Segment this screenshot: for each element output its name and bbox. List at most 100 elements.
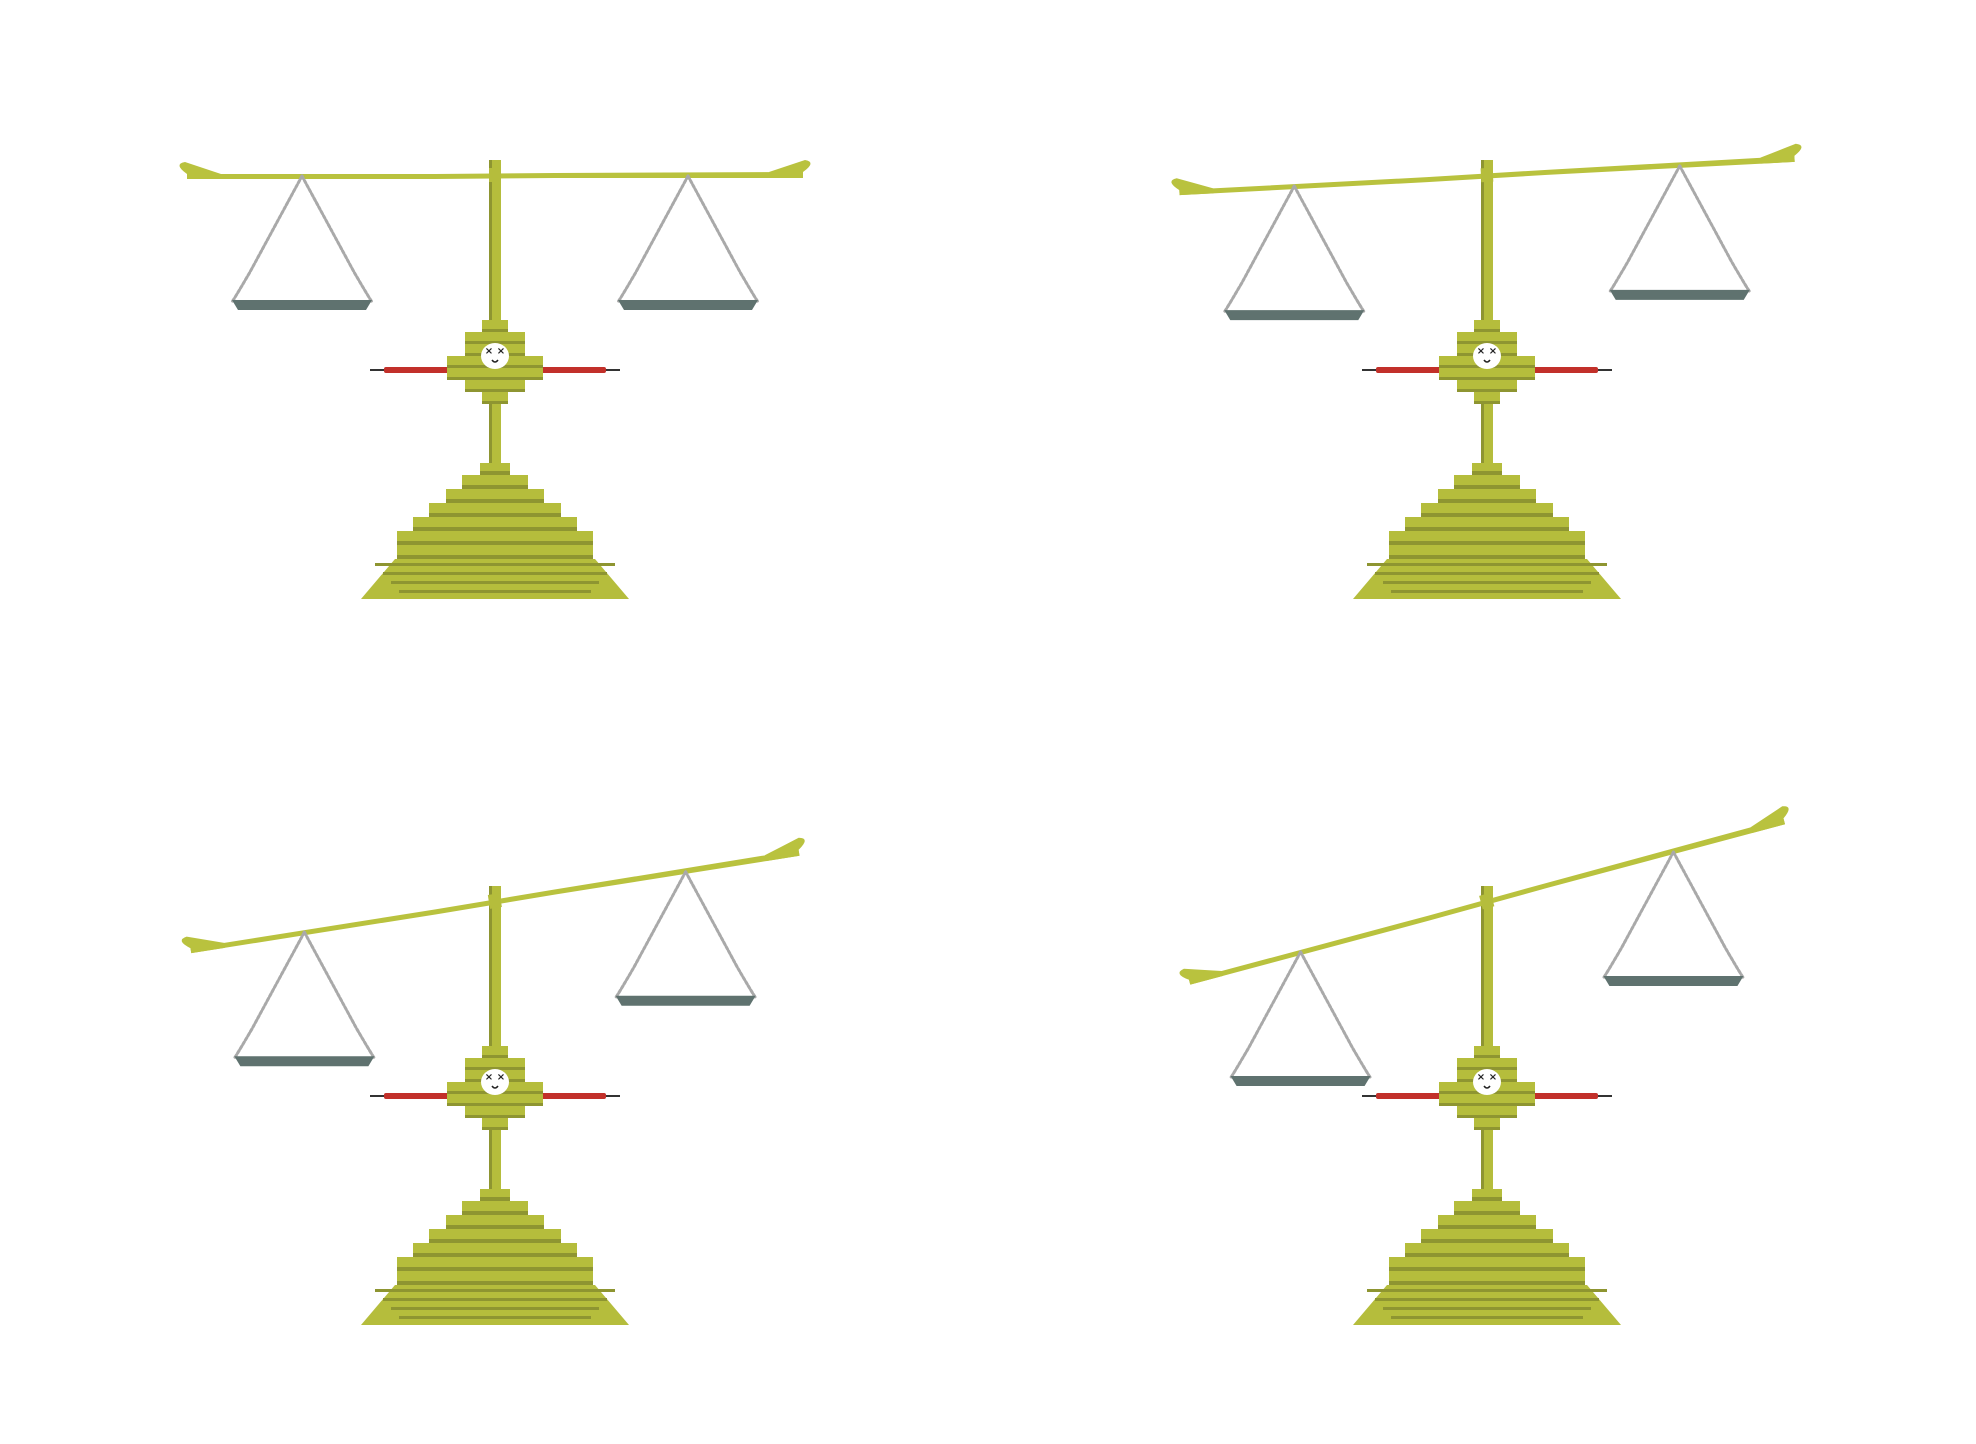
pan-left — [1229, 950, 1373, 1086]
base-step-shade — [1405, 1253, 1569, 1257]
beam-pivot — [487, 893, 502, 909]
hub-row-shade — [482, 401, 508, 404]
hub-row-shade — [482, 1055, 508, 1058]
scale-top-left: ×× — [179, 160, 811, 599]
rod-left — [384, 1093, 450, 1099]
base-step-shade — [1472, 471, 1502, 475]
chain-left-a — [230, 174, 304, 304]
base-stripe — [383, 572, 607, 575]
face-eye-right: × — [1489, 346, 1497, 357]
face-eye-left: × — [1477, 346, 1485, 357]
chain-left-a — [232, 930, 306, 1060]
beam-pivot — [489, 168, 501, 182]
face-mouth — [491, 1085, 499, 1089]
hub-row-shade — [1474, 329, 1500, 332]
hub-row-shade — [465, 341, 525, 344]
base-foot — [361, 1285, 629, 1325]
center-post-shade — [1481, 886, 1484, 1189]
base-stripe — [399, 590, 591, 593]
hub-row-shade — [447, 1103, 543, 1106]
hub-row-shade — [1439, 377, 1535, 380]
base-stripe — [391, 581, 599, 584]
beam-pivot — [1480, 167, 1494, 183]
base-foot — [361, 559, 629, 599]
pan-left — [1222, 184, 1366, 321]
pan-right — [616, 174, 760, 310]
pan-left-dish — [232, 300, 372, 310]
pan-right — [1608, 164, 1752, 300]
rod-right — [540, 367, 606, 373]
rod-left-tip — [1362, 1095, 1376, 1097]
base-stripe — [391, 1307, 599, 1310]
base-stripe — [1375, 572, 1599, 575]
beam — [1171, 143, 1802, 196]
hub-row-shade — [465, 389, 525, 392]
face-eye-left: × — [485, 346, 493, 357]
rod-right-tip — [606, 369, 620, 371]
base-step-shade — [1438, 1225, 1536, 1229]
face-mouth — [1483, 1085, 1491, 1089]
rod-right-tip — [1598, 1095, 1612, 1097]
rod-right-tip — [606, 1095, 620, 1097]
face-mouth — [491, 359, 499, 363]
base-step-shade — [1389, 1267, 1585, 1271]
chain-right-a — [614, 870, 688, 1000]
rod-left — [1376, 1093, 1442, 1099]
beam-end-right — [765, 837, 805, 862]
beam — [1179, 806, 1789, 985]
chain-right-b — [686, 174, 760, 304]
rod-right — [540, 1093, 606, 1099]
face-emblem: ×× — [1473, 343, 1501, 369]
hub-row-shade — [1457, 1115, 1517, 1118]
pan-left — [232, 930, 376, 1067]
hub-row-shade — [482, 1127, 508, 1130]
base-step-shade — [446, 499, 544, 503]
base-step-shade — [462, 485, 528, 489]
scale-top-right: ×× — [1171, 143, 1802, 599]
face-eye-left: × — [1477, 1072, 1485, 1083]
rod-left — [384, 367, 450, 373]
chain-right-b — [1671, 850, 1745, 980]
face — [481, 343, 509, 369]
chain-left-b — [1299, 950, 1373, 1080]
pan-right-dish — [1603, 976, 1744, 987]
rod-left-tip — [370, 369, 384, 371]
pan-left-dish — [1230, 1075, 1371, 1086]
base-step-shade — [462, 1211, 528, 1215]
base-step-shade — [1472, 1197, 1502, 1201]
face-emblem: ×× — [481, 343, 509, 369]
beam — [179, 160, 811, 182]
base-step-shade — [413, 1253, 577, 1257]
base-stripe — [1391, 590, 1583, 593]
beam-end-left — [179, 162, 221, 179]
base-stripe — [383, 1298, 607, 1301]
base-foot — [1353, 1285, 1621, 1325]
base-pyramid — [361, 1189, 629, 1325]
hub-row-shade — [1457, 341, 1517, 344]
hub-row-shade — [1457, 389, 1517, 392]
base-step-shade — [429, 1239, 561, 1243]
beam — [181, 837, 805, 954]
rod-right-tip — [1598, 369, 1612, 371]
base-stripe — [375, 563, 615, 566]
base-step-shade — [480, 471, 510, 475]
center-post-shade — [1481, 160, 1484, 463]
pan-left-dish — [234, 1056, 375, 1067]
chain-left-b — [302, 930, 376, 1060]
hub-row-shade — [1457, 1067, 1517, 1070]
face-emblem: ×× — [481, 1069, 509, 1095]
hub-row-shade — [1439, 1103, 1535, 1106]
base-step-shade — [397, 1267, 593, 1271]
beam-end-left — [1179, 968, 1224, 985]
beam-end-left — [181, 936, 225, 954]
face — [481, 1069, 509, 1095]
face-eye-right: × — [497, 346, 505, 357]
chain-left-a — [1222, 184, 1296, 314]
base-stripe — [1375, 1298, 1599, 1301]
base-step-shade — [1389, 541, 1585, 545]
base-step-shade — [1389, 555, 1585, 559]
base-stripe — [1383, 1307, 1591, 1310]
beam-end-right — [769, 160, 811, 178]
